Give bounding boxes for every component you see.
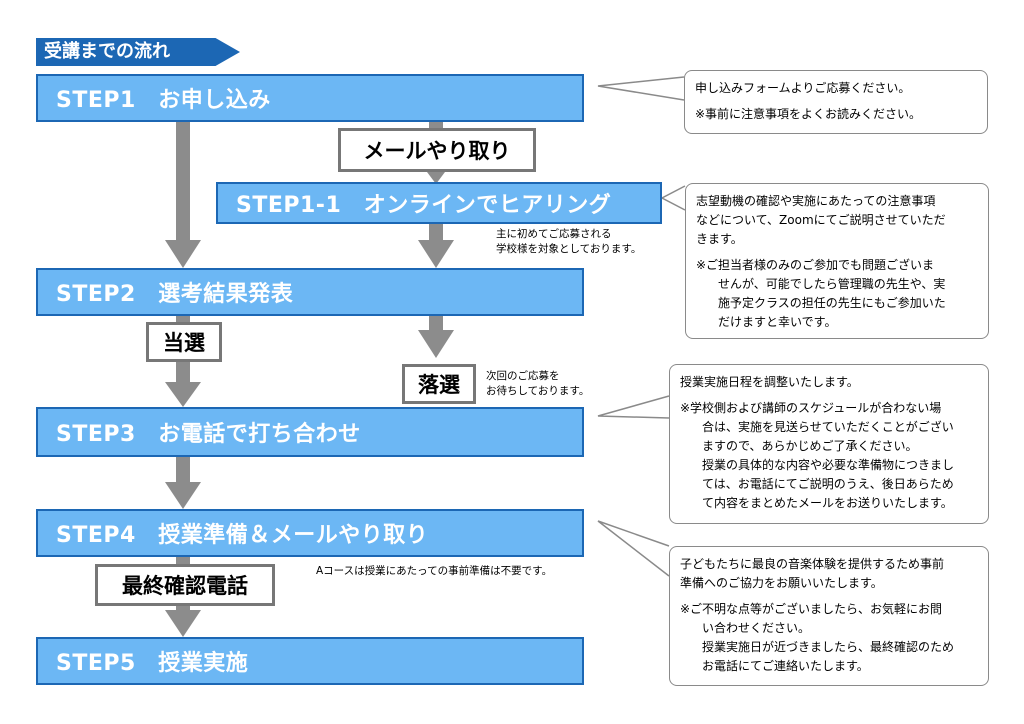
callout-4-line2: 準備へのご協力をお願いいたします。 xyxy=(680,576,883,590)
hearing-note-line2: 学校様を対象としております。 xyxy=(496,243,642,255)
callout-4-line4: い合わせください。 xyxy=(702,621,811,635)
step5-box: STEP5 授業実施 xyxy=(36,637,584,685)
callout-application: 申し込みフォームよりご応募ください。 ※事前に注意事項をよくお読みください。 xyxy=(684,70,988,134)
fail-label: 落選 xyxy=(402,364,476,404)
pass-label: 当選 xyxy=(146,322,222,362)
arrow-step1-step2 xyxy=(165,120,201,268)
step3-box: STEP3 お電話で打ち合わせ xyxy=(36,407,584,457)
hearing-note: 主に初めてご応募される 学校様を対象としております。 xyxy=(496,227,641,257)
pointer-callout-3 xyxy=(597,395,670,419)
callout-preparation: 子どもたちに最良の音楽体験を提供するため事前 準備へのご協力をお願いいたします。… xyxy=(669,546,989,686)
callout-1-line1: 申し込みフォームよりご応募ください。 xyxy=(695,81,911,95)
callout-4-line6: お電話にてご連絡いたします。 xyxy=(702,659,869,673)
pointer-callout-2 xyxy=(660,185,686,211)
callout-4-line3: ※ご不明な点等がございましたら、お気軽にお問 xyxy=(680,602,943,616)
callout-phone-meeting: 授業実施日程を調整いたします。 ※学校側および講師のスケジュールが合わない場 合… xyxy=(669,364,989,524)
callout-3-line2: ※学校側および講師のスケジュールが合わない場 xyxy=(680,401,942,415)
final-call-label: 最終確認電話 xyxy=(95,564,275,606)
callout-3-line4: ますので、あらかじめご了承ください。 xyxy=(702,439,918,453)
callout-2-line4: ※ご担当者様のみのご参加でも問題ございま xyxy=(696,258,935,272)
page-title: 受講までの流れ xyxy=(36,38,240,66)
arrow-step1-1-step2 xyxy=(418,224,454,268)
callout-3-line5: 授業の具体的な内容や必要な準備物につきまし xyxy=(702,458,955,472)
callout-3-line3: 合は、実施を見送らせていただくことがござい xyxy=(702,420,954,434)
hearing-note-line1: 主に初めてご応募される xyxy=(496,228,612,240)
step4-box: STEP4 授業準備＆メールやり取り xyxy=(36,509,584,557)
mail-exchange-label: メールやり取り xyxy=(338,128,536,172)
callout-2-line3: きます。 xyxy=(696,232,743,246)
callout-2-line1: 志望動機の確認や実施にあたっての注意事項 xyxy=(696,194,936,208)
arrow-step2-fail xyxy=(418,315,454,358)
step2-box: STEP2 選考結果発表 xyxy=(36,268,584,316)
callout-3-line1: 授業実施日程を調整いたします。 xyxy=(680,375,859,389)
step1-box: STEP1 お申し込み xyxy=(36,74,584,122)
callout-2-line7: だけますと幸いです。 xyxy=(718,315,837,329)
callout-3-line6: ては、お電話にてご説明のうえ、後日あらため xyxy=(702,477,954,491)
pointer-callout-1 xyxy=(597,76,685,101)
callout-1-line2: ※事前に注意事項をよくお読みください。 xyxy=(695,107,922,121)
step1-1-box: STEP1-1 オンラインでヒアリング xyxy=(216,182,662,224)
callout-4-line1: 子どもたちに最良の音楽体験を提供するため事前 xyxy=(680,557,945,571)
course-a-note: Aコースは授業にあたっての事前準備は不要です。 xyxy=(316,565,553,577)
arrow-step3-step4 xyxy=(165,456,201,509)
callout-3-line7: て内容をまとめたメールをお送りいたします。 xyxy=(702,496,953,510)
pointer-callout-4 xyxy=(597,520,670,577)
callout-2-line5: せんが、可能でしたら管理職の先生や、実 xyxy=(718,277,946,291)
callout-hearing: 志望動機の確認や実施にあたっての注意事項 などについて、Zoomにてご説明させて… xyxy=(685,183,989,339)
callout-2-line2: などについて、Zoomにてご説明させていただ xyxy=(696,213,946,227)
callout-4-line5: 授業実施日が近づきましたら、最終確認のため xyxy=(702,640,955,654)
fail-note-line1: 次回のご応募を xyxy=(486,370,560,382)
fail-note: 次回のご応募を お待ちしております。 xyxy=(486,369,589,399)
callout-2-line6: 施予定クラスの担任の先生にもご参加いた xyxy=(718,296,946,310)
fail-note-line2: お待ちしております。 xyxy=(486,385,590,397)
